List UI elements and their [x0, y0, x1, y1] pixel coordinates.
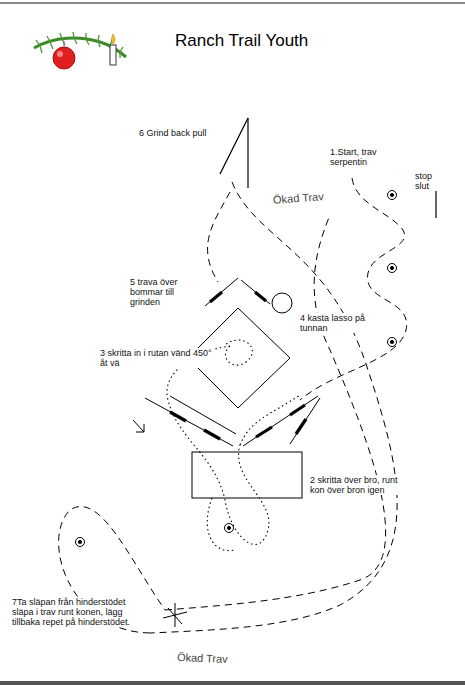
walk-route — [167, 340, 300, 551]
start-note: 1.Start, trav serpentin — [329, 147, 393, 167]
lasso-note: 4 kasta lasso på tunnan — [299, 313, 379, 333]
gate-note: 6 Grind back pull — [138, 128, 208, 138]
obstacle-stand — [163, 603, 187, 627]
gate — [220, 118, 248, 188]
page-edge — [0, 681, 465, 685]
bridge-note: 2 skritta över bro, runt kon över bron i… — [309, 475, 401, 495]
christmas-ornament — [34, 32, 126, 69]
trot-route — [59, 178, 407, 633]
title: Ranch Trail Youth — [175, 31, 308, 51]
stop-note: stop slut — [414, 171, 444, 191]
drag-note: 7Ta släpan från hinderstödet släpa i tra… — [11, 597, 143, 627]
direction-arrow — [133, 420, 144, 432]
barrel — [272, 293, 292, 313]
poles-note: 5 trava över bommar till grinden — [129, 277, 203, 307]
bridge — [192, 452, 302, 498]
speed-note: Ökad Trav — [176, 651, 229, 665]
page-edge — [0, 2, 465, 4]
turn-note: 3 skritta in i rutan vänd 450° åt vä — [99, 348, 213, 368]
